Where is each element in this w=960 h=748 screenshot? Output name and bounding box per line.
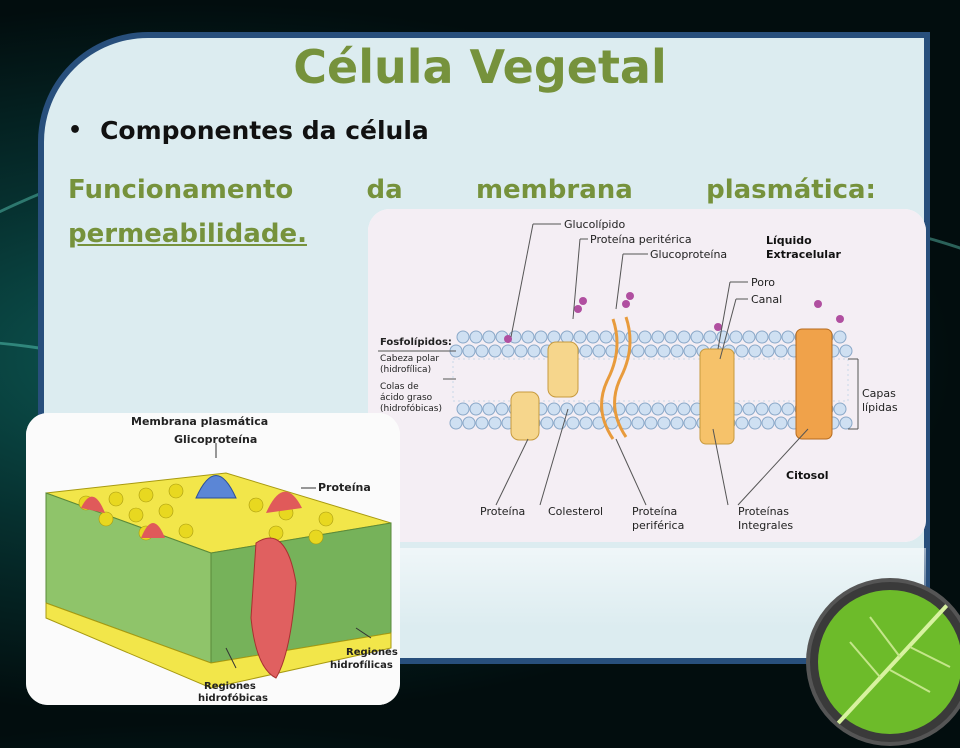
label-acido-graso: ácido graso — [380, 393, 433, 403]
leaf-icon — [810, 582, 960, 742]
label-hidrofobicas-3d: hidrofóbicas — [198, 692, 268, 704]
label-cabeza-polar: Cabeza polar — [380, 354, 439, 364]
label-proteina-periferica-bottom: Proteína — [632, 505, 677, 518]
bullet-dot-icon: • — [68, 118, 83, 143]
subtitle-word: da — [366, 175, 403, 205]
label-glicoproteina: Glicoproteína — [174, 433, 257, 446]
label-fosfolipidos: Fosfolípidos: — [380, 336, 452, 348]
label-regiones-2: Regiones — [204, 681, 256, 692]
permeabilidade-link: permeabilidade. — [68, 219, 307, 249]
subtitle-paragraph: Funcionamento da membrana plasmática: pe… — [68, 168, 876, 256]
label-glucoproteina: Glucoproteína — [650, 248, 727, 261]
label-hidrofobicas: (hidrofóbicas) — [380, 403, 442, 414]
label-citosol: Citosol — [786, 469, 829, 482]
label-proteina: Proteína — [480, 505, 525, 518]
membrane-cross-section-diagram: Glucolípido Proteína peritérica Glucopro… — [368, 209, 926, 542]
label-liquido: Líquido — [766, 234, 812, 247]
membrane-cross-section-svg: Glucolípido Proteína peritérica Glucopro… — [368, 209, 926, 542]
label-hidrofilicas: hidrofílicas — [330, 659, 393, 671]
label-periferica: periférica — [632, 519, 684, 532]
label-proteinas: Proteínas — [738, 505, 789, 518]
label-extracelular: Extracelular — [766, 248, 841, 261]
subtitle-word: Funcionamento — [68, 175, 294, 205]
label-regiones-1: Regiones — [346, 647, 398, 658]
membrane-3d-svg: Membrana plasmática Glicoproteína Proteí… — [26, 413, 400, 705]
label-colas: Colas de — [380, 382, 419, 392]
label-integrales: Integrales — [738, 519, 793, 532]
label-proteina-periferica: Proteína peritérica — [590, 233, 692, 246]
label-proteina-3d: Proteína — [318, 481, 371, 494]
bullet-text: Componentes da célula — [100, 116, 429, 145]
label-poro: Poro — [751, 276, 775, 289]
bullet-item: • Componentes da célula — [68, 116, 429, 145]
subtitle-word: plasmática: — [706, 175, 876, 205]
slide-title: Célula Vegetal — [293, 40, 667, 94]
label-colesterol: Colesterol — [548, 505, 603, 518]
membrane-3d-diagram: Membrana plasmática Glicoproteína Proteí… — [26, 413, 400, 705]
subtitle-word: membrana — [475, 175, 633, 205]
label-lipidas: lípidas — [862, 401, 898, 414]
label-hidrofilica: (hidrofílica) — [380, 365, 431, 375]
label-membrana-plasmatica: Membrana plasmática — [131, 415, 268, 428]
label-canal: Canal — [751, 293, 782, 306]
label-glucolipido: Glucolípido — [564, 218, 625, 231]
label-capas: Capas — [862, 387, 896, 400]
